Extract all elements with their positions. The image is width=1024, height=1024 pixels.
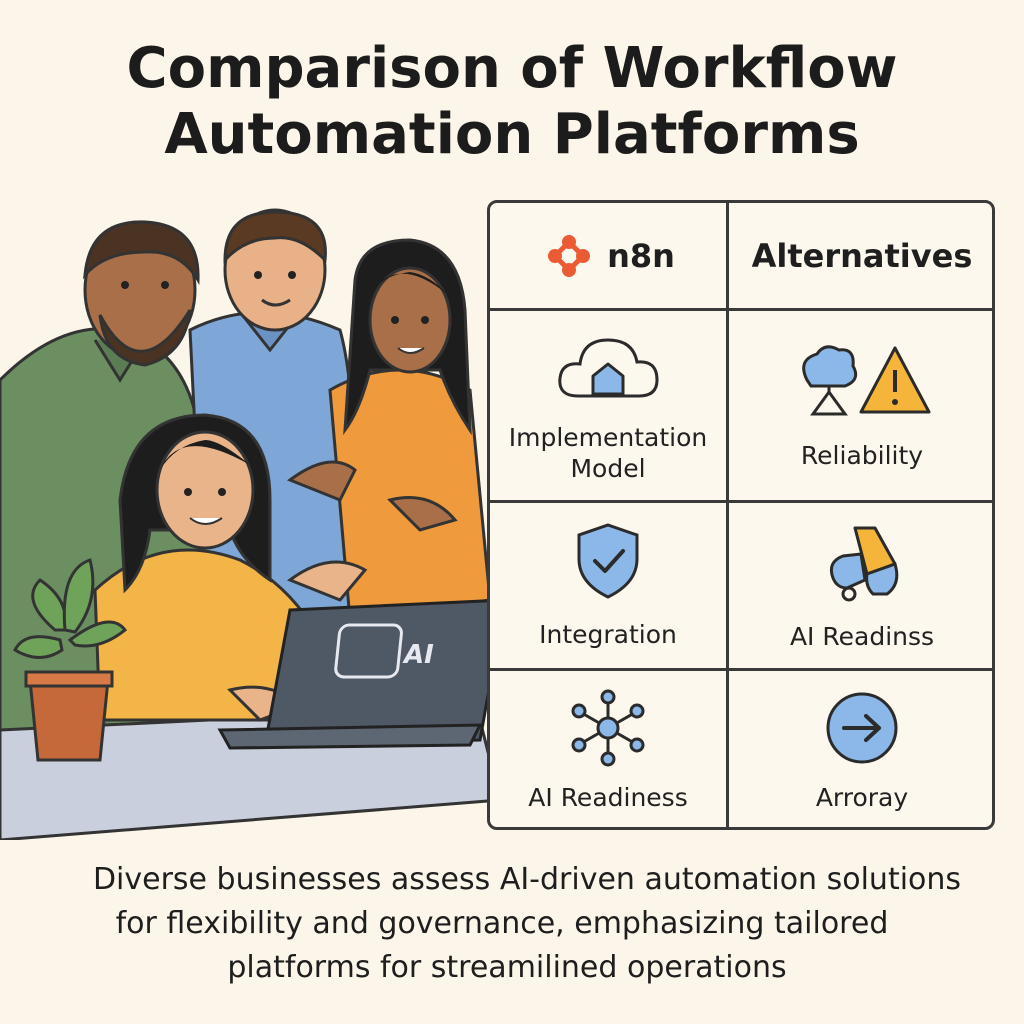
- network-nodes-icon: [571, 689, 645, 766]
- page-title: Comparison of Workflow Automation Platfo…: [0, 36, 1024, 168]
- comparison-table: n8n Alternatives Implementation Model: [487, 200, 995, 830]
- cell-ai-readinss-label: AI Readinss: [789, 621, 935, 651]
- header-alternatives: Alternatives: [729, 203, 992, 308]
- caption: Diverse businesses assess AI-driven auto…: [0, 858, 1024, 990]
- cell-implementation-model: Implementation Model: [490, 311, 726, 500]
- potted-plant: [13, 558, 128, 762]
- arrow-circle-icon: [826, 692, 898, 763]
- table-divider-1: [490, 308, 992, 311]
- table-divider-3: [490, 668, 992, 671]
- cell-ai-readiness: AI Readiness: [490, 671, 726, 827]
- cell-implementation-line-1: Implementation: [508, 422, 708, 452]
- header-alternatives-label: Alternatives: [751, 236, 973, 275]
- person-yellow-shirt: [93, 413, 368, 722]
- cell-reliability: Reliability: [729, 311, 992, 500]
- cell-arroray: Arroray: [729, 671, 992, 827]
- title-line-2: Automation Platforms: [164, 102, 860, 167]
- table-divider-vertical: [726, 203, 729, 827]
- cloud-icon: [558, 337, 659, 397]
- cell-reliability-label: Reliability: [800, 441, 924, 470]
- cell-implementation-line-2: Model: [570, 453, 646, 483]
- title-line-1: Comparison of Workflow: [126, 36, 898, 101]
- cell-arroray-label: Arroray: [815, 782, 909, 812]
- tree-warning-icon: [802, 345, 931, 416]
- team-illustration: AI: [0, 208, 507, 840]
- cell-integration: Integration: [490, 503, 726, 668]
- laptop: AI: [217, 598, 507, 750]
- caption-line-2: for flexibility and governance, emphasiz…: [115, 906, 889, 941]
- header-n8n: n8n: [490, 203, 726, 308]
- shield-check-icon: [577, 523, 639, 599]
- cell-integration-label: Integration: [539, 620, 677, 649]
- caption-line-3: platforms for streamilined operations: [227, 950, 787, 985]
- person-blue-shirt: [188, 208, 358, 632]
- cell-ai-readiness-label: AI Readiness: [528, 782, 688, 812]
- cell-ai-readinss: AI Readinss: [729, 503, 992, 668]
- caption-line-1: Diverse businesses assess AI-driven auto…: [92, 862, 962, 897]
- puzzle-shapes-icon: [829, 526, 899, 601]
- header-n8n-label: n8n: [607, 236, 675, 275]
- table-divider-2: [490, 500, 992, 503]
- laptop-ai-label: AI: [402, 640, 434, 670]
- person-orange-shirt: [286, 238, 492, 622]
- n8n-logo-icon: [548, 234, 591, 277]
